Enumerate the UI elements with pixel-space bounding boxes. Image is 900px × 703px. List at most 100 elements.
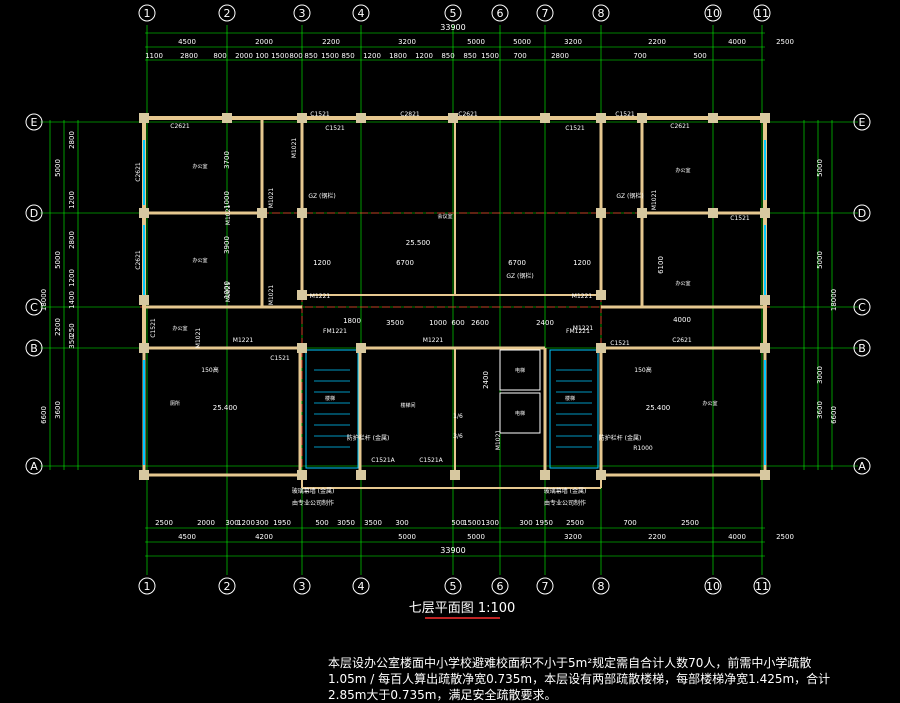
dimension-span: 3200 — [398, 38, 416, 46]
grid-bubble — [138, 4, 156, 22]
structural-column — [760, 343, 770, 353]
structural-column — [356, 470, 366, 480]
grid-bubble — [444, 577, 462, 595]
grid-bubble — [25, 457, 43, 475]
grid-bubble-label: 8 — [598, 7, 605, 20]
annotation-label: 防护栏杆 (金属) — [599, 434, 642, 442]
dimension-sub: 1950 — [273, 519, 291, 527]
dimension-right: 6600 — [830, 406, 838, 424]
structural-column — [257, 208, 267, 218]
grid-bubble-label: 7 — [542, 580, 549, 593]
door-label: M1021 — [268, 188, 275, 209]
annotation-label: 由专业公司制作 — [544, 499, 586, 507]
grid-bubble — [704, 4, 722, 22]
dimension-sub: 800 — [289, 52, 302, 60]
structural-column — [596, 290, 606, 300]
design-notes: 本层设办公室楼面中小学校避难校面积不小于5m²规定需自合计人数70人，前需中小学… — [328, 655, 888, 703]
grid-bubble-label: D — [30, 207, 38, 220]
annotation-label: R1000 — [633, 445, 653, 452]
structural-column — [448, 113, 458, 123]
dimension-sub: 2500 — [566, 519, 584, 527]
structural-column — [637, 113, 647, 123]
dimension-sub: 1500 — [321, 52, 339, 60]
dimension-sub: 1500 — [271, 52, 289, 60]
dimension-left: 6600 — [40, 406, 48, 424]
door-label: M1221 — [310, 293, 331, 300]
room-label: 办公室 — [702, 400, 717, 407]
grid-bubble — [853, 298, 871, 316]
grid-bubble — [536, 4, 554, 22]
window-label: C2621 — [170, 123, 190, 130]
door-label: M1021 — [195, 328, 202, 349]
door-label: M1221 — [573, 325, 594, 332]
grid-bubble-label: 3 — [299, 580, 306, 593]
dimension-sub: 100 — [255, 52, 268, 60]
dimension-span: 2000 — [255, 38, 273, 46]
dimension-left: 3600 — [54, 401, 62, 419]
window-label: C2621 — [135, 250, 142, 270]
dimension-span: 5000 — [467, 38, 485, 46]
grid-bubble-label: 10 — [706, 7, 720, 20]
door-label: M1021 — [225, 205, 232, 226]
dimension-sub: 1200 — [237, 519, 255, 527]
elevator-shaft — [499, 392, 541, 434]
annotation-label: 3/6 — [453, 433, 463, 440]
grid-bubble — [753, 4, 771, 22]
grid-bubble-label: B — [30, 342, 38, 355]
dimension-plan: 1000 — [429, 319, 447, 327]
grid-bubble — [25, 298, 43, 316]
door-label: M1021 — [291, 138, 298, 159]
dimension-sub: 700 — [633, 52, 646, 60]
window-label: C1521 — [730, 215, 750, 222]
dimension-sub: 850 — [441, 52, 454, 60]
grid-lines — [40, 25, 858, 575]
dimension-plan: 6100 — [657, 256, 665, 274]
structural-column — [708, 113, 718, 123]
dimension-left: 5000 — [54, 159, 62, 177]
dimension-plan: 3700 — [223, 151, 231, 169]
grid-bubble-label: 1 — [144, 580, 151, 593]
dimension-span: 5000 — [467, 533, 485, 541]
structural-column — [139, 208, 149, 218]
grid-bubble-label: 5 — [450, 580, 457, 593]
structural-column — [596, 470, 606, 480]
dimension-span: 5000 — [513, 38, 531, 46]
dimension-sub: 1500 — [463, 519, 481, 527]
dimension-sub: 800 — [213, 52, 226, 60]
dimension-plan: 4000 — [673, 316, 691, 324]
door-label: M1021 — [268, 285, 275, 306]
grid-bubble — [592, 4, 610, 22]
dimension-span: 2200 — [648, 38, 666, 46]
dimension-left: 1400 — [68, 291, 76, 309]
dimension-left: 2800 — [68, 231, 76, 249]
dimension-plan: 3900 — [223, 236, 231, 254]
room-label: 厕所 — [170, 400, 180, 407]
window-label: C1521 — [310, 111, 330, 118]
structural-column — [708, 208, 718, 218]
note-line: 2.85m大于0.735m，满足安全疏散要求。 — [328, 688, 557, 702]
dimension-right: 5000 — [816, 159, 824, 177]
dimension-sub: 700 — [623, 519, 636, 527]
dimension-right: 3000 — [816, 366, 824, 384]
window-label: C1521 — [565, 125, 585, 132]
door-label: M1021 — [651, 190, 658, 211]
dimension-sub: 1300 — [481, 519, 499, 527]
grid-bubble — [704, 577, 722, 595]
dimension-right: 18000 — [830, 289, 838, 311]
grid-bubble — [25, 204, 43, 222]
dimension-plan: 2600 — [471, 319, 489, 327]
window-label: C1521 — [610, 340, 630, 347]
structural-column — [297, 470, 307, 480]
dimension-span: 2200 — [648, 533, 666, 541]
dimension-span: 3200 — [564, 38, 582, 46]
grid-bubble — [853, 339, 871, 357]
grid-bubble-label: 6 — [497, 7, 504, 20]
room-label: 办公室 — [192, 163, 207, 170]
dimension-left: 1200 — [68, 269, 76, 287]
door-label: M1221 — [423, 337, 444, 344]
grid-bubble — [352, 577, 370, 595]
room-label: 办公室 — [675, 167, 690, 174]
dimension-span: 3200 — [564, 533, 582, 541]
dimension-sub: 500 — [451, 519, 464, 527]
